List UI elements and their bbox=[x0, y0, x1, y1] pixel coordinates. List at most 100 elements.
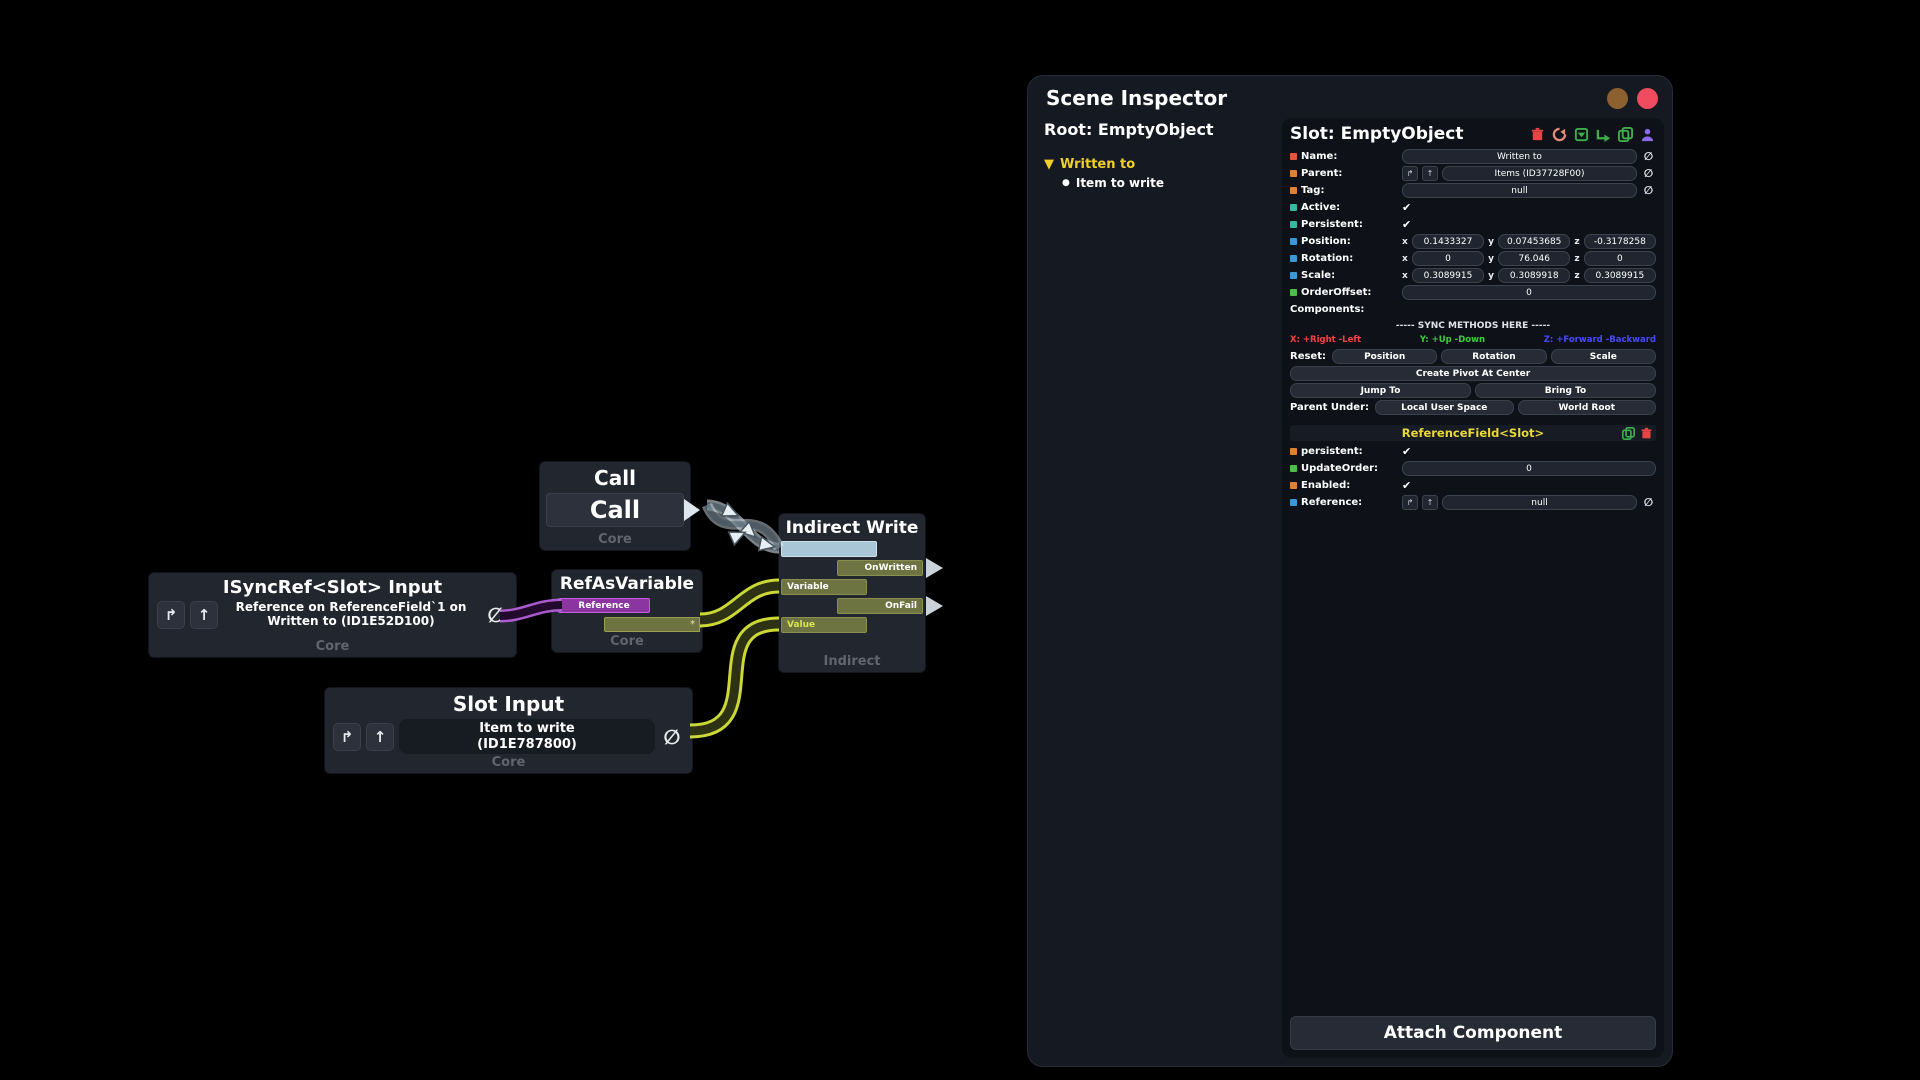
impulse-arrowhead bbox=[738, 520, 758, 539]
node-category: Core bbox=[315, 639, 350, 654]
enabled-checkbox[interactable]: ✔ bbox=[1402, 479, 1412, 492]
order-offset-input[interactable]: 0 bbox=[1402, 285, 1656, 300]
create-pivot-button[interactable]: Create Pivot At Center bbox=[1290, 366, 1656, 381]
field-active: Active: ✔ bbox=[1290, 200, 1656, 215]
pin-button[interactable] bbox=[1607, 87, 1628, 109]
tag-input[interactable]: null bbox=[1402, 183, 1637, 198]
reset-rotation-button[interactable]: Rotation bbox=[1441, 349, 1547, 364]
rotation-y-input[interactable]: 76.046 bbox=[1498, 251, 1571, 266]
tree-item-written-to[interactable]: ▼ Written to bbox=[1044, 157, 1136, 172]
paste-icon[interactable] bbox=[1572, 125, 1590, 143]
on-fail-impulse-arrow[interactable] bbox=[926, 596, 943, 616]
reference-output-port[interactable]: ∅ bbox=[487, 603, 505, 627]
jump-to-reference-button[interactable]: ↱ bbox=[1402, 495, 1418, 510]
reset-scale-button[interactable]: Scale bbox=[1550, 349, 1656, 364]
rotation-z-input[interactable]: 0 bbox=[1583, 251, 1657, 266]
call-impulse-button[interactable]: Call bbox=[546, 493, 700, 527]
clear-icon[interactable]: ∅ bbox=[1643, 184, 1654, 197]
position-x-input[interactable]: 0.1433327 bbox=[1411, 234, 1485, 249]
tree-item-item-to-write[interactable]: ● Item to write bbox=[1062, 176, 1165, 190]
wire-impulse-2-core bbox=[704, 503, 782, 550]
axis-legend: X: +Right -Left Y: +Up -Down Z: +Forward… bbox=[1290, 335, 1656, 345]
close-button[interactable] bbox=[1637, 87, 1658, 109]
node-call[interactable]: Call Call Core bbox=[540, 462, 700, 550]
impulse-arrowhead bbox=[720, 501, 740, 517]
remove-component-icon[interactable] bbox=[1639, 426, 1654, 440]
field-type-icon bbox=[1290, 204, 1297, 211]
update-order-input[interactable]: 0 bbox=[1402, 461, 1656, 476]
reset-position-button[interactable]: Position bbox=[1332, 349, 1438, 364]
local-user-space-button[interactable]: Local User Space bbox=[1375, 400, 1514, 415]
duplicate-component-icon[interactable] bbox=[1621, 426, 1636, 440]
root-slot-label[interactable]: Root: EmptyObject bbox=[1044, 120, 1214, 139]
reference-value[interactable]: null bbox=[1442, 495, 1637, 510]
jump-to-reference-button[interactable]: ↱ bbox=[157, 601, 185, 629]
field-component-persistent: persistent: ✔ bbox=[1290, 444, 1656, 459]
reference-input-port[interactable]: Reference bbox=[558, 598, 650, 613]
slot-reference-value[interactable]: Item to write (ID1E787800) bbox=[399, 719, 655, 755]
scale-y-input[interactable]: 0.3089918 bbox=[1498, 268, 1571, 283]
jump-to-button[interactable]: Jump To bbox=[1290, 383, 1471, 398]
node-title: Call bbox=[594, 466, 636, 490]
node-ref-as-variable[interactable]: RefAsVariable Reference * Core bbox=[552, 570, 702, 652]
scale-z-input[interactable]: 0.3089915 bbox=[1583, 268, 1657, 283]
panel-title: Scene Inspector bbox=[1046, 86, 1228, 110]
recycle-icon[interactable] bbox=[1550, 125, 1568, 143]
parent-value[interactable]: Items (ID37728F00) bbox=[1442, 166, 1637, 181]
wire-impulse-1-core bbox=[706, 502, 780, 551]
field-parent: Parent: ↱ ↑ Items (ID37728F00) ∅ bbox=[1290, 166, 1656, 181]
persistent-checkbox[interactable]: ✔ bbox=[1402, 218, 1412, 231]
scene-inspector-panel: Scene Inspector Root: EmptyObject ▼ Writ… bbox=[1027, 75, 1673, 1067]
on-fail-output-port[interactable]: OnFail bbox=[837, 598, 923, 614]
variable-input-port[interactable]: Variable bbox=[781, 579, 867, 595]
bring-to-button[interactable]: Bring To bbox=[1475, 383, 1656, 398]
scale-x-input[interactable]: 0.3089915 bbox=[1411, 268, 1485, 283]
insert-icon[interactable] bbox=[1594, 125, 1612, 143]
position-z-input[interactable]: -0.3178258 bbox=[1583, 234, 1657, 249]
field-position: Position: x 0.1433327 y 0.07453685 z -0.… bbox=[1290, 234, 1657, 249]
node-isyncref-slot-input[interactable]: ISyncRef<Slot> Input ↱ ↑ Reference on Re… bbox=[149, 573, 516, 657]
field-enabled: Enabled: ✔ bbox=[1290, 478, 1656, 493]
user-icon[interactable] bbox=[1638, 125, 1656, 143]
field-update-order: UpdateOrder: 0 bbox=[1290, 461, 1656, 476]
jump-to-reference-button[interactable]: ↱ bbox=[333, 722, 361, 751]
up-arrow-icon: ↑ bbox=[197, 606, 211, 624]
jump-icon: ↱ bbox=[340, 727, 354, 746]
reset-row: Reset: Position Rotation Scale bbox=[1290, 349, 1656, 364]
rotation-x-input[interactable]: 0 bbox=[1411, 251, 1485, 266]
slot-output-port[interactable]: ∅ bbox=[663, 724, 681, 749]
pick-reference-button[interactable]: ↑ bbox=[190, 601, 218, 629]
world-root-button[interactable]: World Root bbox=[1517, 400, 1657, 415]
name-input[interactable]: Written to bbox=[1402, 149, 1637, 164]
attach-component-button[interactable]: Attach Component bbox=[1290, 1016, 1656, 1050]
clear-icon[interactable]: ∅ bbox=[1643, 150, 1654, 163]
node-slot-input[interactable]: Slot Input ↱ ↑ Item to write (ID1E787800… bbox=[325, 688, 692, 773]
wire-value-core bbox=[689, 619, 780, 736]
node-category: Indirect bbox=[823, 654, 881, 669]
value-input-port[interactable]: Value bbox=[781, 617, 867, 633]
position-y-input[interactable]: 0.07453685 bbox=[1498, 234, 1571, 249]
field-scale: Scale: x 0.3089915 y 0.3089918 z 0.30899… bbox=[1290, 268, 1657, 283]
field-type-icon bbox=[1290, 482, 1297, 489]
clear-icon[interactable]: ∅ bbox=[1643, 167, 1654, 180]
on-written-impulse-arrow[interactable] bbox=[926, 558, 943, 578]
pick-reference-button[interactable]: ↑ bbox=[1422, 495, 1438, 510]
node-indirect-write[interactable]: Indirect Write OnWritten Variable OnFail bbox=[779, 514, 943, 672]
jump-to-parent-button[interactable]: ↱ bbox=[1402, 166, 1418, 181]
on-written-output-port[interactable]: OnWritten bbox=[837, 560, 923, 576]
write-impulse-input-port[interactable] bbox=[781, 541, 877, 557]
clear-icon[interactable]: ∅ bbox=[1643, 496, 1654, 509]
field-type-icon bbox=[1290, 187, 1297, 194]
variable-output-port[interactable]: * bbox=[604, 617, 700, 632]
component-header[interactable]: ReferenceField<Slot> bbox=[1290, 425, 1656, 441]
impulse-output-port[interactable] bbox=[684, 499, 700, 521]
hierarchy-tree: Root: EmptyObject ▼ Written to ● Item to… bbox=[1044, 118, 1282, 1058]
expander-icon[interactable]: ▼ bbox=[1044, 157, 1054, 172]
pick-reference-button[interactable]: ↑ bbox=[366, 722, 394, 751]
impulse-arrowhead bbox=[757, 535, 777, 552]
duplicate-icon[interactable] bbox=[1616, 125, 1634, 143]
active-checkbox[interactable]: ✔ bbox=[1402, 201, 1412, 214]
component-persistent-checkbox[interactable]: ✔ bbox=[1402, 445, 1412, 458]
destroy-icon[interactable] bbox=[1528, 125, 1546, 143]
pick-parent-button[interactable]: ↑ bbox=[1422, 166, 1438, 181]
